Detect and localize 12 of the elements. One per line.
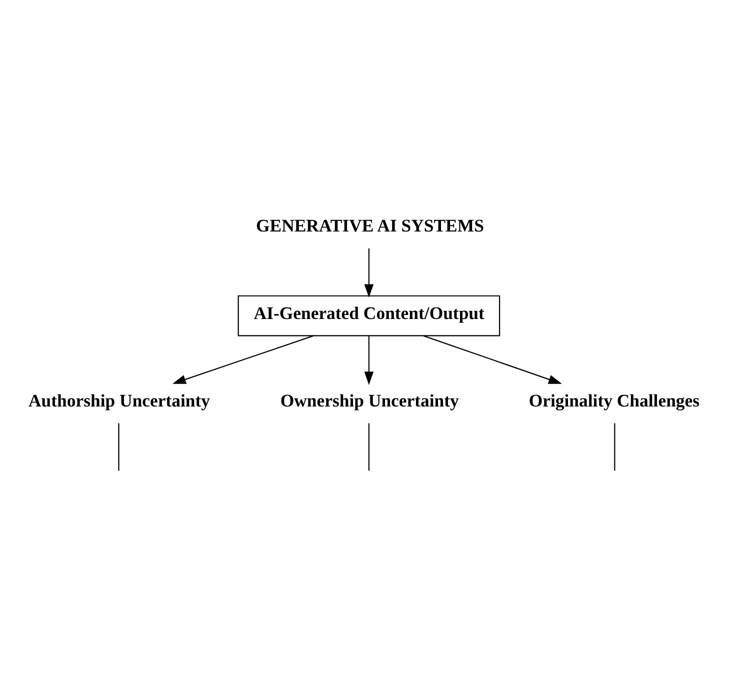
- node-text: Authorship Uncertainty: [28, 390, 210, 410]
- node-box: AI-Generated Content/Output: [238, 294, 500, 336]
- node-text: Ownership Uncertainty: [280, 390, 459, 410]
- arrow: [364, 248, 374, 297]
- arrow: [172, 334, 314, 384]
- arrow: [364, 335, 374, 384]
- connector: [118, 422, 120, 470]
- node-text: Originality Challenges: [528, 390, 700, 410]
- node-text: GENERATIVE AI SYSTEMS: [256, 214, 484, 235]
- arrow: [423, 334, 562, 384]
- connector: [614, 422, 616, 470]
- connector: [368, 422, 370, 470]
